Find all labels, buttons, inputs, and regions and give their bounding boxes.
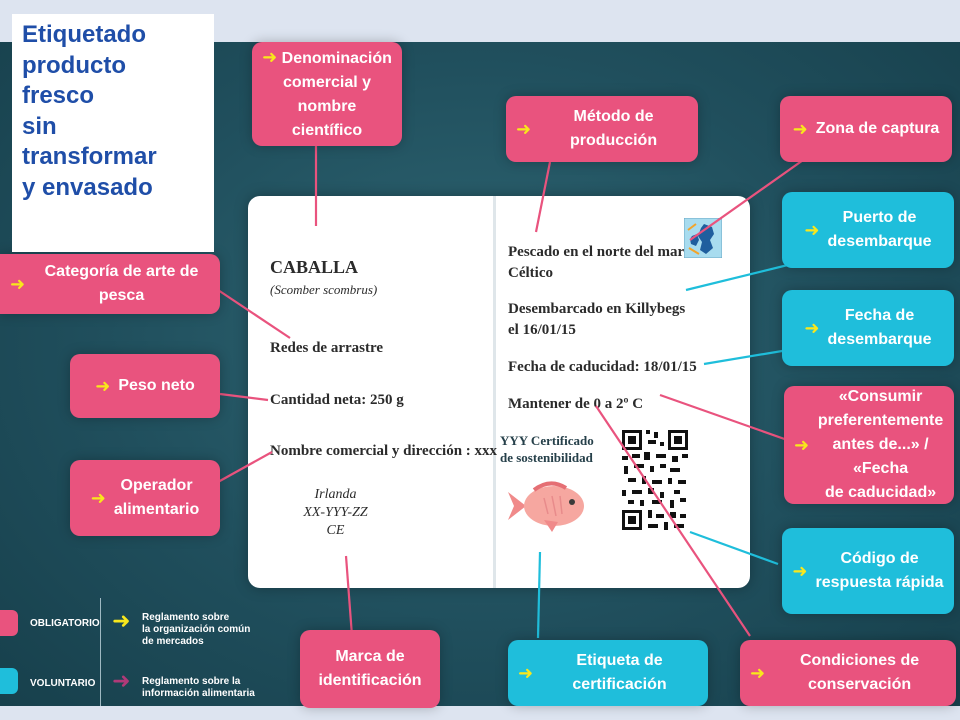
legend-mandatory-note: Reglamento sobre la organización común d… xyxy=(142,612,251,647)
fishing-area-map-icon xyxy=(684,218,722,258)
legend-arrow-yellow-icon: ➜ xyxy=(112,608,131,633)
label-species: CABALLA (Scomber scombrus) xyxy=(270,236,377,300)
arrow-right-icon: ➜ xyxy=(750,663,766,683)
arrow-right-icon: ➜ xyxy=(794,435,810,455)
arrow-right-icon: ➜ xyxy=(90,488,106,508)
label-certificate: YYY Certificado de sostenibilidad xyxy=(500,433,594,465)
legend-mandatory-label: OBLIGATORIO xyxy=(30,618,100,629)
label-expiry: Fecha de caducidad: 18/01/15 xyxy=(508,359,697,375)
label-storage: Mantener de 0 a 2º C xyxy=(508,396,644,412)
legend-swatch-voluntary xyxy=(0,668,18,694)
label-landing: Desembarcado en Killybegs el 16/01/15 xyxy=(508,301,686,338)
arrow-right-icon: ➜ xyxy=(518,663,534,683)
species-name: CABALLA xyxy=(270,257,359,277)
scientific-name: (Scomber scombrus) xyxy=(270,282,378,297)
callout-conservacion: ➜Condiciones de conservación xyxy=(740,640,956,706)
callout-arte-pesca: ➜Categoría de arte de pesca xyxy=(0,254,220,314)
arrow-right-icon: ➜ xyxy=(10,274,26,294)
callout-puerto: ➜Puerto de desembarque xyxy=(782,192,954,268)
callout-zona: ➜Zona de captura xyxy=(780,96,952,162)
arrow-right-icon: ➜ xyxy=(516,119,532,139)
legend-voluntary-label: VOLUNTARIO xyxy=(30,678,96,689)
callout-fecha-desembarque: ➜Fecha de desembarque xyxy=(782,290,954,366)
legend-voluntary-note: Reglamento sobre la información alimenta… xyxy=(142,676,255,699)
callout-consumir: ➜«Consumir preferentemente antes de...» … xyxy=(784,386,954,504)
callout-certificacion: ➜Etiqueta de certificación xyxy=(508,640,708,706)
page-title: Etiquetado producto fresco sin transform… xyxy=(22,21,157,201)
qr-code-icon xyxy=(620,428,690,532)
callout-peso: ➜Peso neto xyxy=(70,354,220,418)
legend-divider xyxy=(100,598,101,706)
arrow-right-icon: ➜ xyxy=(804,220,820,240)
title-box: Etiquetado producto fresco sin transform… xyxy=(12,14,214,252)
callout-marca: Marca de identificación xyxy=(300,630,440,708)
arrow-right-icon: ➜ xyxy=(95,376,111,396)
label-net-quantity: Cantidad neta: 250 g xyxy=(270,392,404,408)
arrow-right-icon: ➜ xyxy=(792,119,808,139)
callout-codigo: ➜Código de respuesta rápida xyxy=(782,528,954,614)
callout-metodo: ➜Método de producción xyxy=(506,96,698,162)
label-catch-area: Pescado en el norte del mar Céltico xyxy=(508,244,685,281)
fish-icon xyxy=(508,481,584,532)
callout-operador: ➜Operador alimentario xyxy=(70,460,220,536)
label-operator: Nombre comercial y dirección : xxx xyxy=(270,443,498,459)
callout-denominacion: ➜ Denominación comercial y nombre cientí… xyxy=(252,42,402,146)
arrow-right-icon: ➜ xyxy=(804,318,820,338)
legend-arrow-purple-icon: ➜ xyxy=(112,668,131,693)
legend: OBLIGATORIO ➜ Reglamento sobre la organi… xyxy=(0,598,260,708)
label-gear: Redes de arrastre xyxy=(270,340,384,356)
legend-swatch-mandatory xyxy=(0,610,18,636)
arrow-right-icon: ➜ xyxy=(792,561,808,581)
card-fold-divider xyxy=(493,196,496,588)
label-id-mark: Irlanda XX-YYY-ZZ CE xyxy=(303,487,368,538)
product-label-card: CABALLA (Scomber scombrus) Redes de arra… xyxy=(248,196,750,588)
arrow-right-icon: ➜ xyxy=(262,47,278,67)
